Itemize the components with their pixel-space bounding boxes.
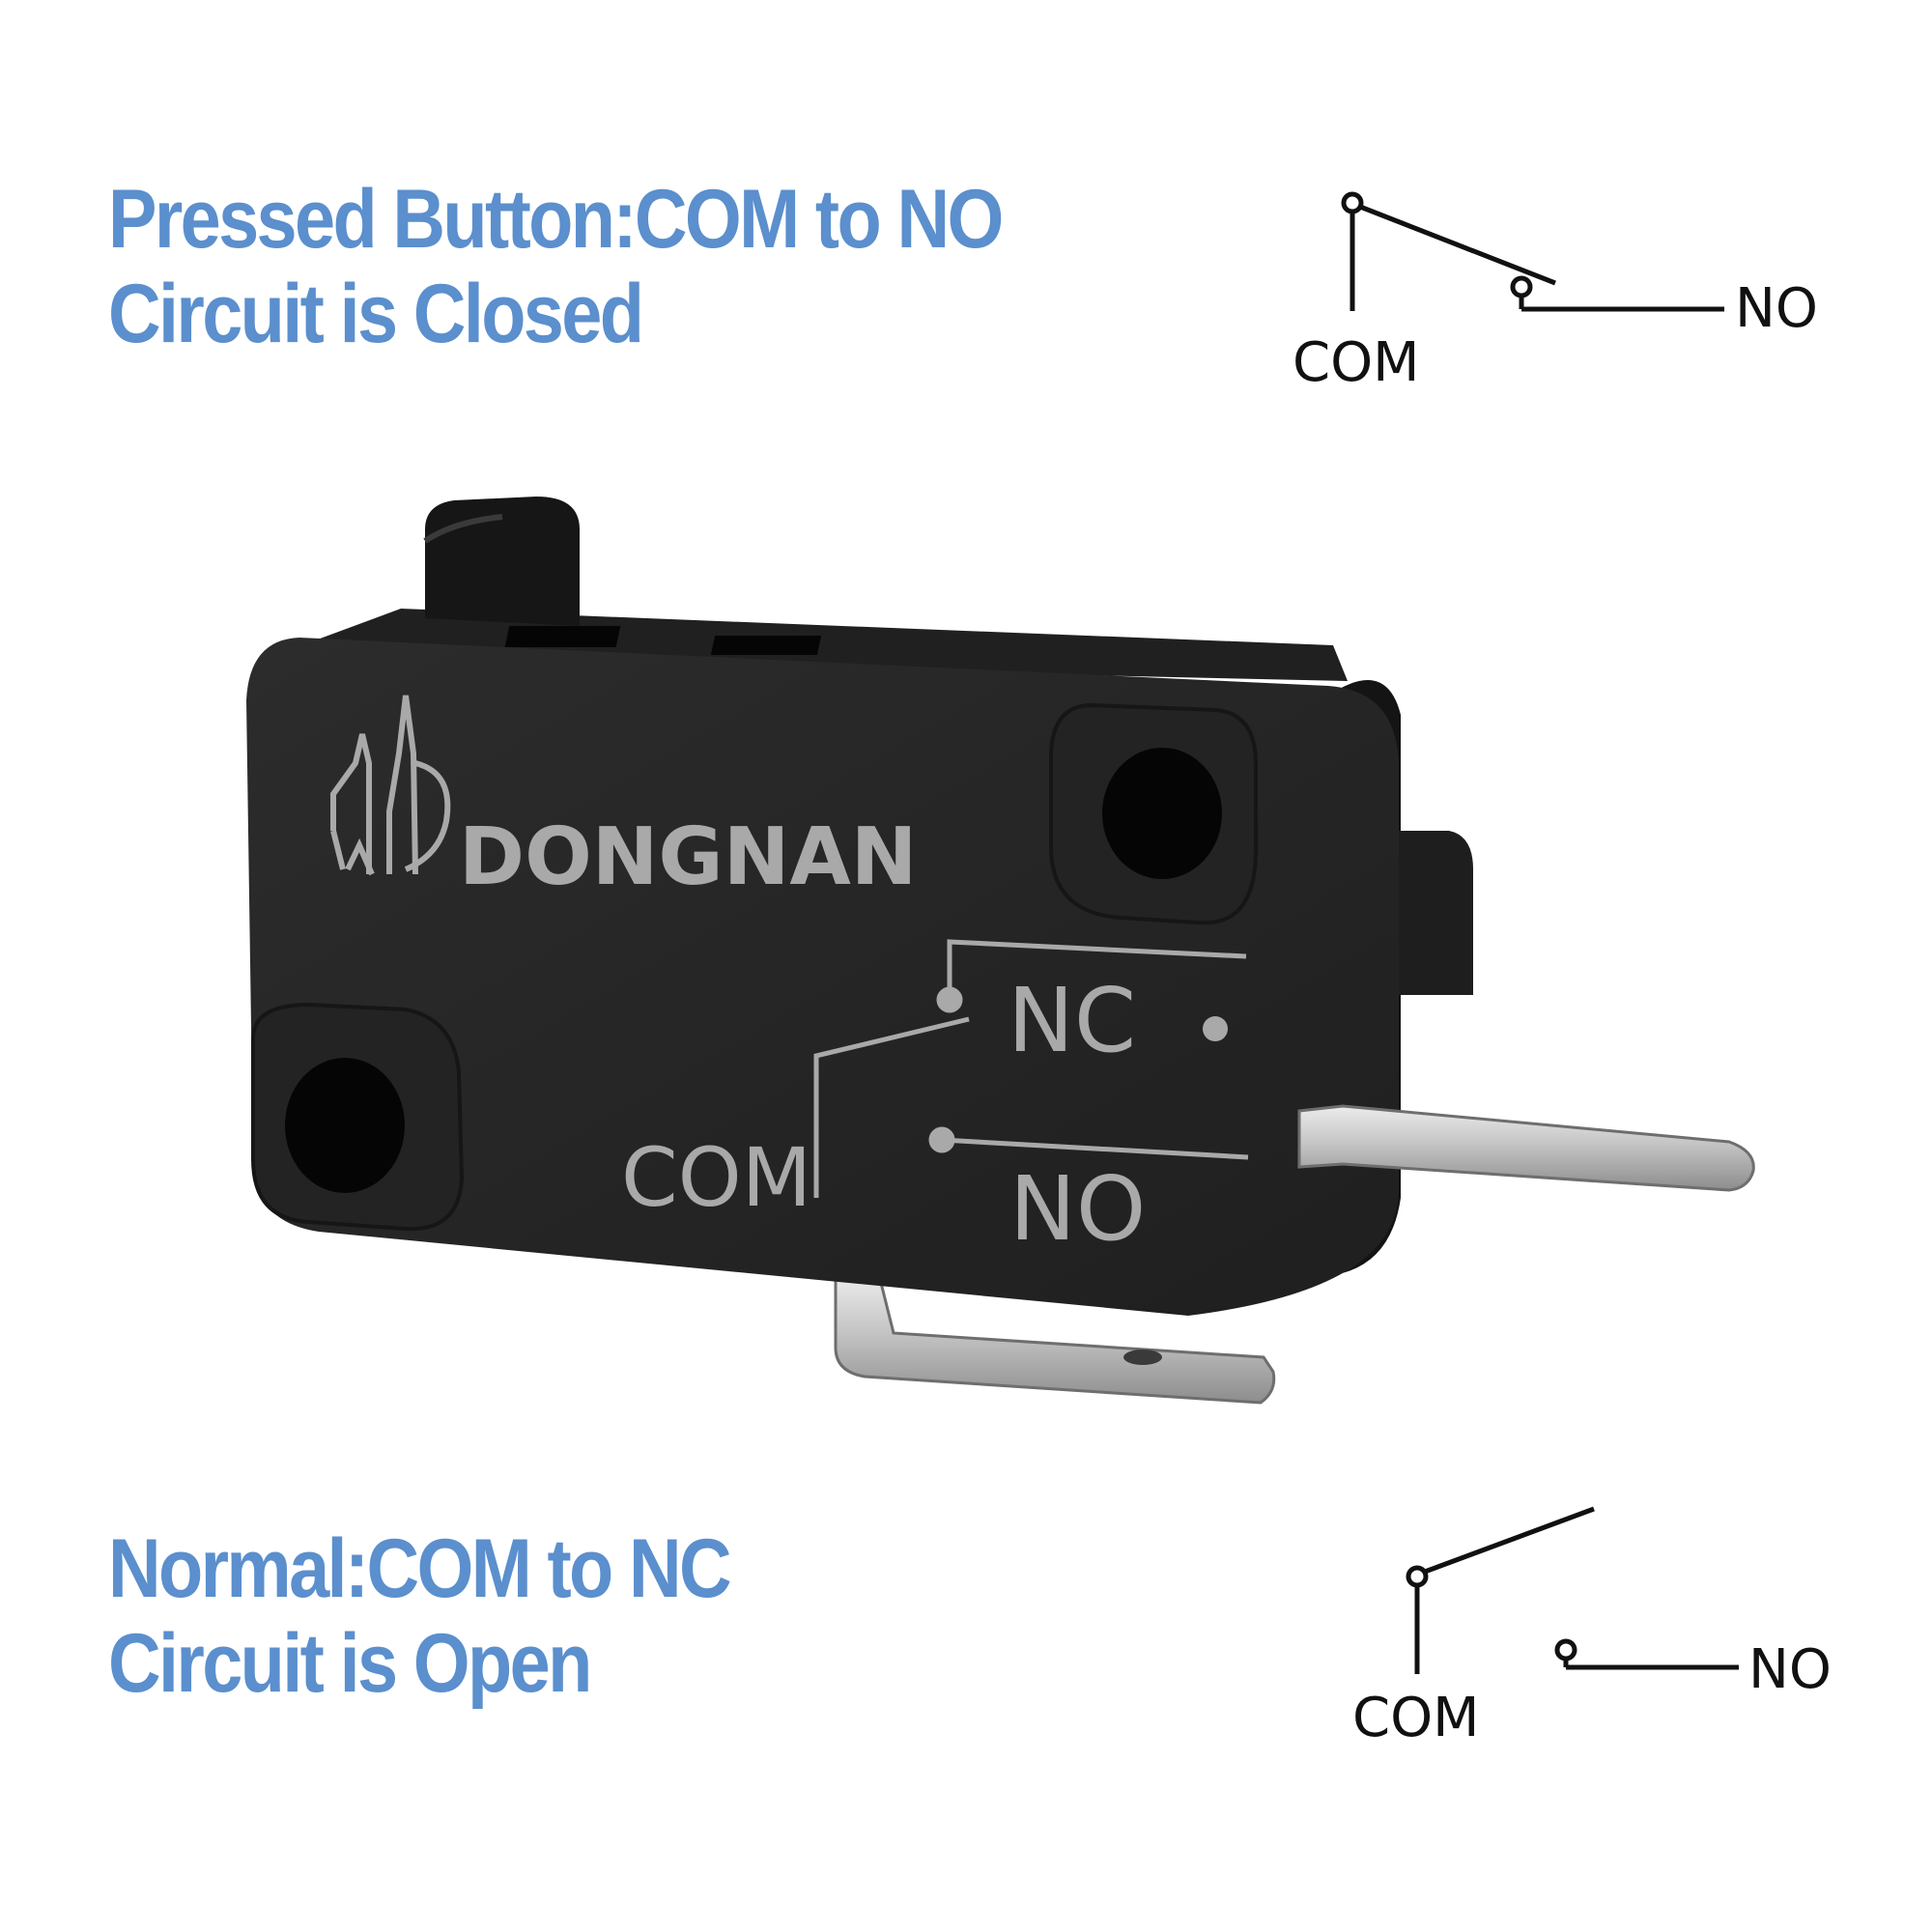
- normal-caption-line2: Circuit is Open: [108, 1617, 592, 1710]
- nc-contact-icon: [936, 986, 963, 1013]
- pressed-com-label: COM: [1293, 331, 1420, 394]
- brand-name: DONGNAN: [459, 811, 917, 903]
- pressed-schematic: [1341, 191, 1724, 312]
- mounting-hole: [285, 1058, 405, 1193]
- normal-schematic: [1406, 1506, 1739, 1674]
- dongnan-logo: [330, 695, 451, 876]
- normal-caption: Normal:COM to NC Circuit is Open: [108, 1521, 732, 1711]
- micro-switch: DONGNAN NC COM NO: [246, 497, 1755, 1405]
- pressed-no-label: NO: [1735, 277, 1818, 340]
- normal-com-label: COM: [1352, 1687, 1480, 1749]
- normal-caption-line1: Normal:COM to NC: [108, 1522, 732, 1615]
- no-line: [941, 1137, 1249, 1160]
- dot-icon: [1203, 1016, 1228, 1041]
- bottom-terminal: [834, 1273, 1276, 1405]
- lever-arm-open: [1424, 1506, 1595, 1575]
- mounting-hole: [1102, 748, 1222, 879]
- right-terminal: [1297, 1104, 1755, 1192]
- no-contact-icon: [1554, 1638, 1577, 1662]
- terminal-hole: [1123, 1350, 1162, 1365]
- com-imprint-label: COM: [621, 1130, 811, 1225]
- top-slot: [504, 626, 621, 647]
- pressed-caption-line2: Circuit is Closed: [108, 268, 644, 360]
- body-circuit-symbol: [813, 939, 1249, 1198]
- pressed-caption-line1: Pressed Button:COM to NO: [108, 173, 1004, 266]
- normal-no-label: NO: [1748, 1638, 1832, 1701]
- lever-arm-closed: [1359, 204, 1556, 286]
- nc-line: [947, 939, 1247, 1000]
- no-imprint-label: NO: [1009, 1157, 1146, 1261]
- com-contact-icon: [1341, 191, 1364, 214]
- pressed-caption: Pressed Button:COM to NO Circuit is Clos…: [108, 172, 1004, 361]
- com-lever-line: [813, 1016, 970, 1198]
- no-contact-icon: [1510, 275, 1533, 298]
- plunger-button: [425, 497, 580, 626]
- top-slot: [710, 636, 822, 655]
- nc-imprint-label: NC: [1008, 969, 1136, 1072]
- com-contact-icon: [1406, 1565, 1429, 1588]
